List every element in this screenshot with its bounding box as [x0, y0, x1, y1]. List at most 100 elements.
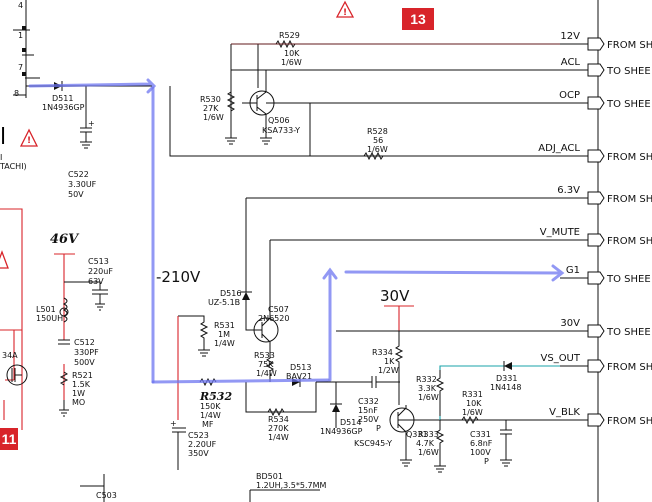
svg-text:1N4936GP: 1N4936GP	[42, 103, 85, 112]
svg-text:50V: 50V	[68, 190, 84, 199]
warning-icon: !	[19, 128, 39, 147]
highlight-arrow-g1	[344, 264, 565, 282]
r534-label: R534 270K 1/4W	[268, 415, 289, 442]
wire-acl	[231, 44, 588, 88]
d516-label: D516 UZ-5.1B	[208, 289, 241, 307]
svg-text:150UH: 150UH	[36, 314, 63, 323]
connector-flag-icon	[587, 233, 605, 247]
r532-resistor	[199, 377, 217, 387]
r531-label: R531 1M 1/4W	[214, 321, 235, 348]
top-badge: 13	[402, 8, 434, 30]
svg-text:R531: R531	[214, 321, 235, 330]
r331-label: R331 10K 1/6W	[462, 390, 483, 417]
r333-label: R333 4.7K 1/6W	[416, 430, 439, 457]
svg-text:Q506: Q506	[268, 116, 290, 125]
svg-text:150K: 150K	[200, 402, 221, 411]
r334-label: R334 1K 1/2W	[372, 348, 399, 375]
d516-zener	[240, 280, 252, 314]
highlight-arrow-up	[322, 267, 338, 382]
c507-transistor	[245, 290, 279, 352]
svg-text:+: +	[88, 119, 95, 128]
svg-text:C513: C513	[88, 257, 109, 266]
svg-text:R331: R331	[462, 390, 483, 399]
connector-flag-icon	[587, 37, 605, 51]
svg-text:56: 56	[373, 136, 383, 145]
connector-signal-label: OCP	[559, 90, 580, 101]
svg-text:1/2W: 1/2W	[378, 366, 399, 375]
d331-label: D331 1N4148	[490, 374, 521, 392]
connector-direction-text: TO SHEE	[606, 327, 651, 338]
svg-text:R534: R534	[268, 415, 289, 424]
svg-text:500V: 500V	[74, 358, 95, 367]
svg-text:1/6W: 1/6W	[418, 393, 439, 402]
c331-capacitor	[500, 420, 512, 467]
connector-direction-text: FROM SH	[607, 416, 652, 427]
r521-resistor	[59, 371, 69, 386]
r530-resistor	[225, 91, 237, 145]
l501-label: L501 150UH	[36, 305, 63, 323]
r529-resistor	[275, 39, 296, 49]
connector-signal-label: 6.3V	[557, 185, 580, 196]
r529-label: R529 10K 1/6W	[279, 31, 302, 67]
svg-text:R334: R334	[372, 348, 393, 357]
svg-text:27K: 27K	[203, 104, 219, 113]
wire-red-30v	[384, 305, 414, 331]
r528-label: R528 56 1/6W	[367, 127, 388, 154]
connector-signal-label: 12V	[560, 31, 580, 42]
d514-label: D514 1N4936GP	[320, 418, 363, 436]
svg-text:270K: 270K	[268, 424, 289, 433]
q331-transistor	[389, 405, 440, 467]
svg-text:R532: R532	[199, 390, 232, 403]
svg-text:!: !	[27, 136, 31, 146]
r521-label: R521 1.5K 1W MO	[72, 371, 93, 407]
connector-direction-text: FROM SH	[607, 194, 652, 205]
r534-resistor	[267, 407, 285, 417]
svg-text:4.7K: 4.7K	[416, 439, 435, 448]
svg-text:BD501: BD501	[256, 472, 283, 481]
c523-capacitor: +	[170, 419, 186, 470]
q534-label: 34A	[2, 351, 18, 360]
r531-resistor	[178, 315, 210, 357]
svg-text:R529: R529	[279, 31, 300, 40]
svg-text:1/6W: 1/6W	[418, 448, 439, 457]
svg-text:I: I	[0, 153, 2, 162]
wire-bd501	[249, 489, 320, 502]
svg-text:4: 4	[18, 1, 23, 10]
c332-capacitor	[371, 376, 400, 388]
connector-direction-text: FROM SH	[607, 152, 652, 163]
c512-capacitor	[58, 339, 70, 345]
svg-text:3.30UF: 3.30UF	[68, 180, 97, 189]
connector-flag-icon	[587, 63, 605, 77]
svg-text:1/4W: 1/4W	[214, 339, 235, 348]
wire-r534-loop	[245, 382, 317, 413]
r333-resistor	[434, 420, 446, 473]
left-sheet-edge: 4 1 7 8 l I TACHI)	[0, 0, 40, 171]
r332-resistor	[435, 370, 445, 420]
svg-text:L501: L501	[36, 305, 56, 314]
voltage-30v: 30V	[380, 287, 410, 305]
svg-text:P: P	[376, 424, 381, 433]
wire-vs-out	[439, 365, 588, 370]
c523-label: C523 2.20UF 350V	[188, 431, 217, 458]
warning-icon: !	[335, 0, 355, 18]
q506-label: Q506 KSA733-Y	[262, 116, 300, 135]
svg-text:1.2UH,3.5*5.7MM: 1.2UH,3.5*5.7MM	[256, 481, 326, 490]
svg-text:250V: 250V	[358, 415, 379, 424]
r533-label: R533 75K 1/4W	[254, 351, 277, 378]
connector-direction-text: FROM SH	[607, 40, 652, 51]
svg-text:1M: 1M	[218, 330, 230, 339]
q534-mosfet	[6, 364, 28, 386]
svg-text:8: 8	[14, 89, 19, 98]
c331-label: C331 6.8nF 100V P	[470, 430, 493, 466]
svg-text:MF: MF	[202, 420, 214, 429]
svg-text:6.8nF: 6.8nF	[470, 439, 493, 448]
svg-text:3.3K: 3.3K	[418, 384, 437, 393]
connector-flag-icon	[587, 324, 605, 338]
svg-text:R528: R528	[367, 127, 388, 136]
highlight-annotations	[28, 78, 565, 384]
